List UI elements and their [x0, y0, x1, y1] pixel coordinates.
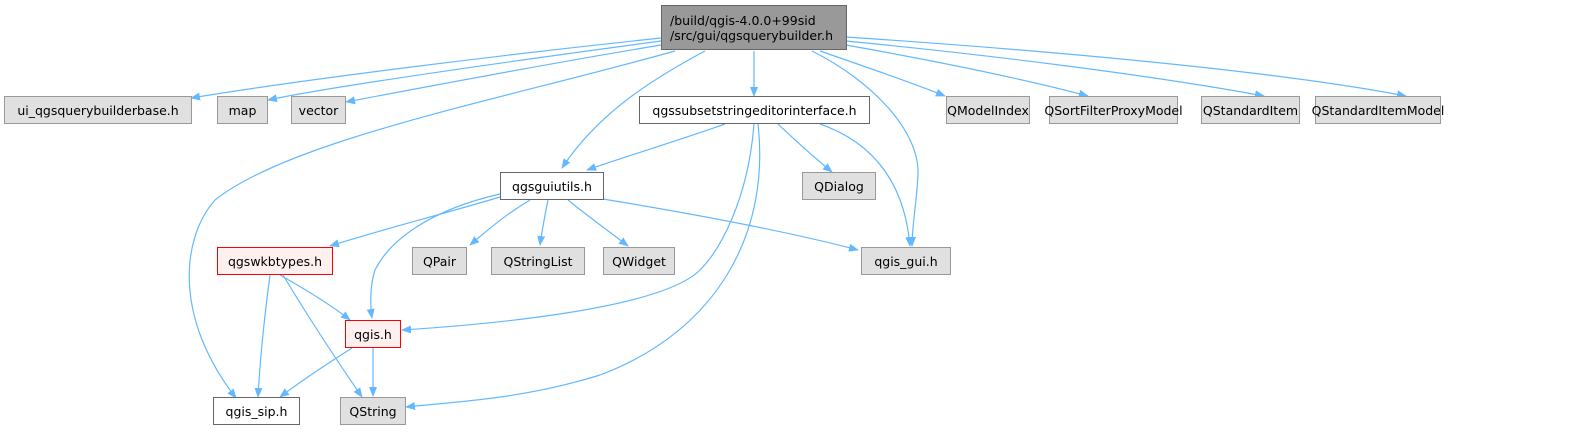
- node-ui-qgsquerybuilderbase[interactable]: ui_qgsquerybuilderbase.h: [4, 96, 192, 124]
- edge-root-qgis_sip: [188, 50, 676, 399]
- edge-qgswkbtypes-qstring: [282, 274, 363, 398]
- node-qstring[interactable]: QString: [340, 397, 406, 425]
- node-qstandarditem[interactable]: QStandardItem: [1201, 96, 1300, 124]
- node-qgswkbtypes[interactable]: qgswkbtypes.h: [217, 247, 333, 275]
- edge-qgswkbtypes-qgis: [279, 274, 351, 321]
- edge-root-qsortfilterproxymodel: [845, 44, 1089, 98]
- node-qmodelindex[interactable]: QModelIndex: [946, 96, 1030, 124]
- root-node-line1: /build/qgis-4.0.0+99sid: [670, 12, 816, 28]
- node-qgis-gui[interactable]: qgis_gui.h: [861, 247, 951, 275]
- node-map[interactable]: map: [217, 96, 268, 124]
- root-node-line2: /src/gui/qgsquerybuilder.h: [670, 27, 833, 43]
- node-qstringlist[interactable]: QStringList: [491, 247, 585, 275]
- node-qpair[interactable]: QPair: [412, 247, 467, 275]
- edge-qgis-qgis_sip: [279, 347, 353, 398]
- node-qwidget[interactable]: QWidget: [603, 247, 675, 275]
- edge-guiutils-qstringlist: [537, 199, 549, 246]
- edge-guiutils-qgis_gui: [602, 198, 859, 252]
- edge-root-qgsguiutils: [561, 50, 706, 169]
- edge-guiutils-qwidget: [567, 199, 629, 247]
- node-qgis-sip[interactable]: qgis_sip.h: [213, 397, 300, 425]
- root-node-qgsquerybuilder[interactable]: /build/qgis-4.0.0+99sid /src/gui/qgsquer…: [661, 5, 847, 50]
- edge-iface-qstring: [405, 123, 761, 410]
- node-qgssubsetstringeditorinterface-label: qgssubsetstringeditorinterface.h: [652, 102, 857, 118]
- edge-root-vector: [345, 44, 662, 105]
- node-qgis[interactable]: qgis.h: [345, 320, 401, 348]
- node-vector[interactable]: vector: [291, 96, 346, 124]
- node-qgsguiutils[interactable]: qgsguiutils.h: [500, 172, 604, 200]
- node-qdialog[interactable]: QDialog: [802, 172, 876, 200]
- edge-root-qstandarditem: [845, 40, 1265, 99]
- edge-root-map: [267, 40, 662, 103]
- edge-iface-qgis_gui: [819, 123, 914, 247]
- edge-guiutils-qgswkbtypes: [329, 196, 501, 248]
- node-qsortfilterproxymodel[interactable]: QSortFilterProxyModel: [1044, 96, 1183, 124]
- edge-guiutils-qpair: [469, 199, 531, 246]
- edge-root-qmodelindex: [819, 50, 946, 97]
- edge-root-qstandarditemmodel: [845, 36, 1407, 99]
- node-qgssubsetstringeditorinterface[interactable]: qgssubsetstringeditorinterface.h: [639, 96, 870, 124]
- edge-root-qgis_gui: [811, 50, 919, 247]
- edge-iface-qdialog: [777, 123, 833, 173]
- node-qstandarditemmodel[interactable]: QStandardItemModel: [1312, 96, 1444, 124]
- edge-iface-qgis: [401, 123, 755, 334]
- edge-qgswkbtypes-qgis_sip: [254, 274, 271, 398]
- edge-iface-qgsguiutils: [586, 123, 726, 171]
- edge-guiutils-qgis: [366, 193, 501, 319]
- edge-root-ui_qgsquerybuilderbase: [190, 37, 662, 101]
